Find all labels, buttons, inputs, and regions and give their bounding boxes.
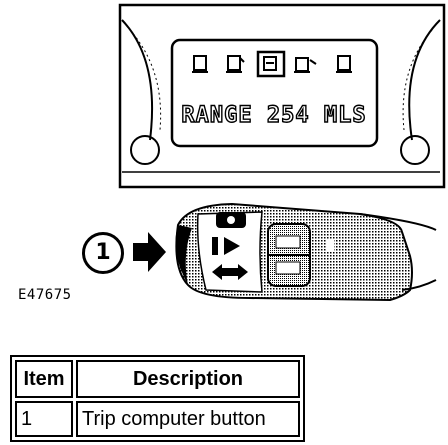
trip-computer-stalk <box>175 202 437 302</box>
callout-number: 1 <box>82 232 124 274</box>
trip-computer-button[interactable] <box>216 212 246 228</box>
header-item: Item <box>15 360 73 398</box>
left-right-arrows-icon <box>212 264 248 280</box>
legend-table: Item Description 1 Trip computer button <box>10 355 305 442</box>
pointer-arrow <box>133 232 166 272</box>
fuel-pump-icon <box>336 55 352 73</box>
callout-1: 1 <box>82 232 124 274</box>
row-item: 1 <box>15 401 73 437</box>
fuel-pump-icon <box>294 57 317 73</box>
selected-mode-icon <box>256 50 286 78</box>
row-description: Trip computer button <box>76 401 300 437</box>
range-readout: RANGE 254 MLS <box>181 103 366 128</box>
fuel-pump-icon <box>192 55 208 73</box>
play-icon <box>212 237 240 255</box>
fuel-pump-icon <box>226 55 245 73</box>
header-description: Description <box>76 360 300 398</box>
legend-header-row: Item Description <box>15 360 300 398</box>
table-row: 1 Trip computer button <box>15 401 300 437</box>
trip-mode-icons <box>192 50 352 78</box>
figure-code: E47675 <box>18 287 72 303</box>
trip-display: RANGE 254 MLS <box>170 38 379 148</box>
